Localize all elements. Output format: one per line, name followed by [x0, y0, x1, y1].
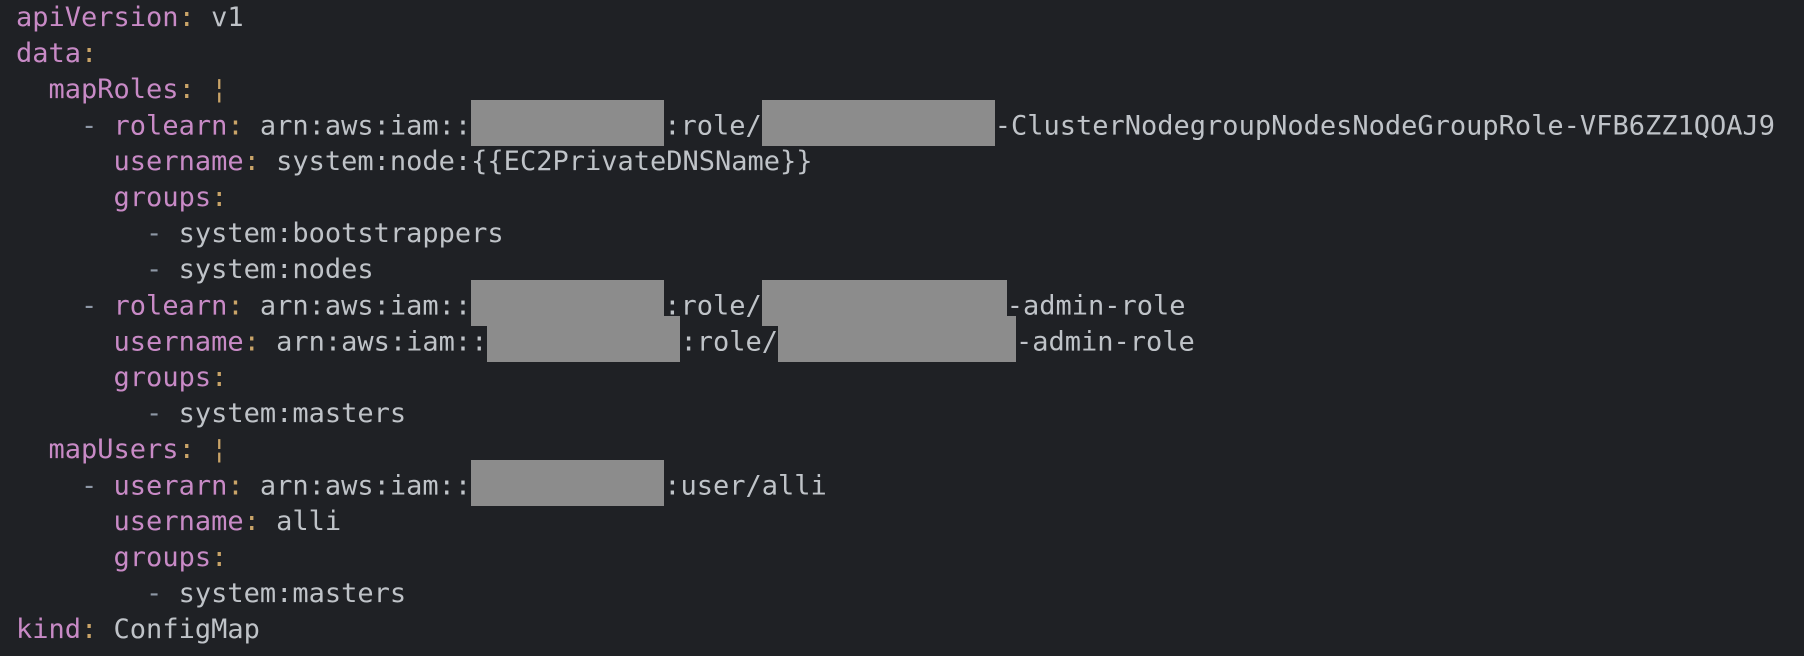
colon: : [227, 290, 260, 322]
admin-role-suffix: -admin-role [1015, 326, 1195, 358]
user-prefix: :user/alli [664, 470, 827, 502]
arn-prefix: arn:aws:iam:: [259, 110, 472, 142]
role-prefix: :role/ [664, 290, 762, 322]
group-nodes: system:nodes [178, 254, 374, 285]
redacted-role-name [777, 316, 1016, 362]
api-version-value: v1 [211, 2, 244, 33]
line-username-node: username: system:node:{{EC2PrivateDNSNam… [16, 144, 813, 180]
arn-prefix: arn:aws:iam:: [276, 326, 488, 358]
map-users-key: mapUsers [48, 434, 179, 465]
line-groups: groups: [16, 180, 228, 216]
role-prefix: :role/ [680, 326, 778, 358]
username-key: username [113, 326, 244, 358]
map-roles-key: mapRoles [48, 74, 179, 105]
line-group-bootstrappers: - system:bootstrappers [16, 216, 504, 252]
line-kind: kind: ConfigMap [16, 612, 260, 648]
arn-prefix: arn:aws:iam:: [259, 290, 472, 322]
line-group-masters: - system:masters [16, 576, 406, 612]
line-userarn: - userarn: arn:aws:iam:::user/alli [16, 460, 827, 506]
colon: : [81, 38, 98, 69]
colon: : [243, 146, 277, 177]
redacted-account-id [487, 316, 681, 362]
list-dash: - [146, 578, 179, 609]
list-dash: - [81, 290, 114, 322]
line-map-roles: mapRoles: ¦ [16, 72, 228, 108]
colon: : [227, 110, 260, 142]
node-username: system:node:{{EC2PrivateDNSName}} [276, 146, 813, 177]
line-api-version: apiVersion: v1 [16, 0, 244, 36]
group-masters: system:masters [178, 398, 407, 429]
kind-value: ConfigMap [113, 614, 260, 645]
colon: : [211, 362, 228, 393]
groups-key: groups [113, 182, 212, 213]
line-username-user: username: alli [16, 504, 342, 540]
colon: : [243, 506, 277, 537]
line-group-masters: - system:masters [16, 396, 406, 432]
colon: : [178, 74, 212, 105]
rolearn-key: rolearn [113, 290, 228, 322]
userarn-key: userarn [113, 470, 228, 502]
user-name-value: alli [276, 506, 342, 537]
username-key: username [113, 146, 244, 177]
colon: : [178, 434, 212, 465]
username-key: username [113, 506, 244, 537]
groups-key: groups [113, 542, 212, 573]
admin-role-suffix: -admin-role [1006, 290, 1186, 322]
group-masters: system:masters [178, 578, 407, 609]
colon: : [243, 326, 277, 358]
list-dash: - [146, 218, 179, 249]
rolearn-key: rolearn [113, 110, 228, 142]
colon: : [81, 614, 114, 645]
line-group-nodes: - system:nodes [16, 252, 374, 288]
groups-key: groups [113, 362, 212, 393]
arn-prefix: arn:aws:iam:: [259, 470, 472, 502]
line-map-users: mapUsers: ¦ [16, 432, 228, 468]
redacted-role-name [761, 100, 995, 146]
colon: : [211, 542, 228, 573]
block-indicator: ¦ [211, 74, 228, 105]
colon: : [211, 182, 228, 213]
api-version-key: apiVersion [16, 2, 179, 33]
list-dash: - [146, 398, 179, 429]
line-groups: groups: [16, 360, 228, 396]
role-prefix: :role/ [664, 110, 762, 142]
list-dash: - [81, 110, 114, 142]
data-key: data [16, 38, 82, 69]
colon: : [227, 470, 260, 502]
kind-key: kind [16, 614, 82, 645]
line-rolearn-nodegroup: - rolearn: arn:aws:iam:::role/ -ClusterNo… [16, 100, 1775, 146]
nodegroup-role-suffix: -ClusterNodegroupNodesNodeGroupRole-VFB6… [994, 110, 1775, 142]
list-dash: - [146, 254, 179, 285]
colon: : [178, 2, 212, 33]
group-bootstrappers: system:bootstrappers [178, 218, 504, 249]
redacted-account-id [471, 460, 665, 506]
line-data: data: [16, 36, 97, 72]
block-indicator: ¦ [211, 434, 228, 465]
list-dash: - [81, 470, 114, 502]
redacted-account-id [471, 100, 665, 146]
line-username-admin: username: arn:aws:iam:::role/ -admin-role [16, 316, 1195, 362]
line-groups: groups: [16, 540, 228, 576]
